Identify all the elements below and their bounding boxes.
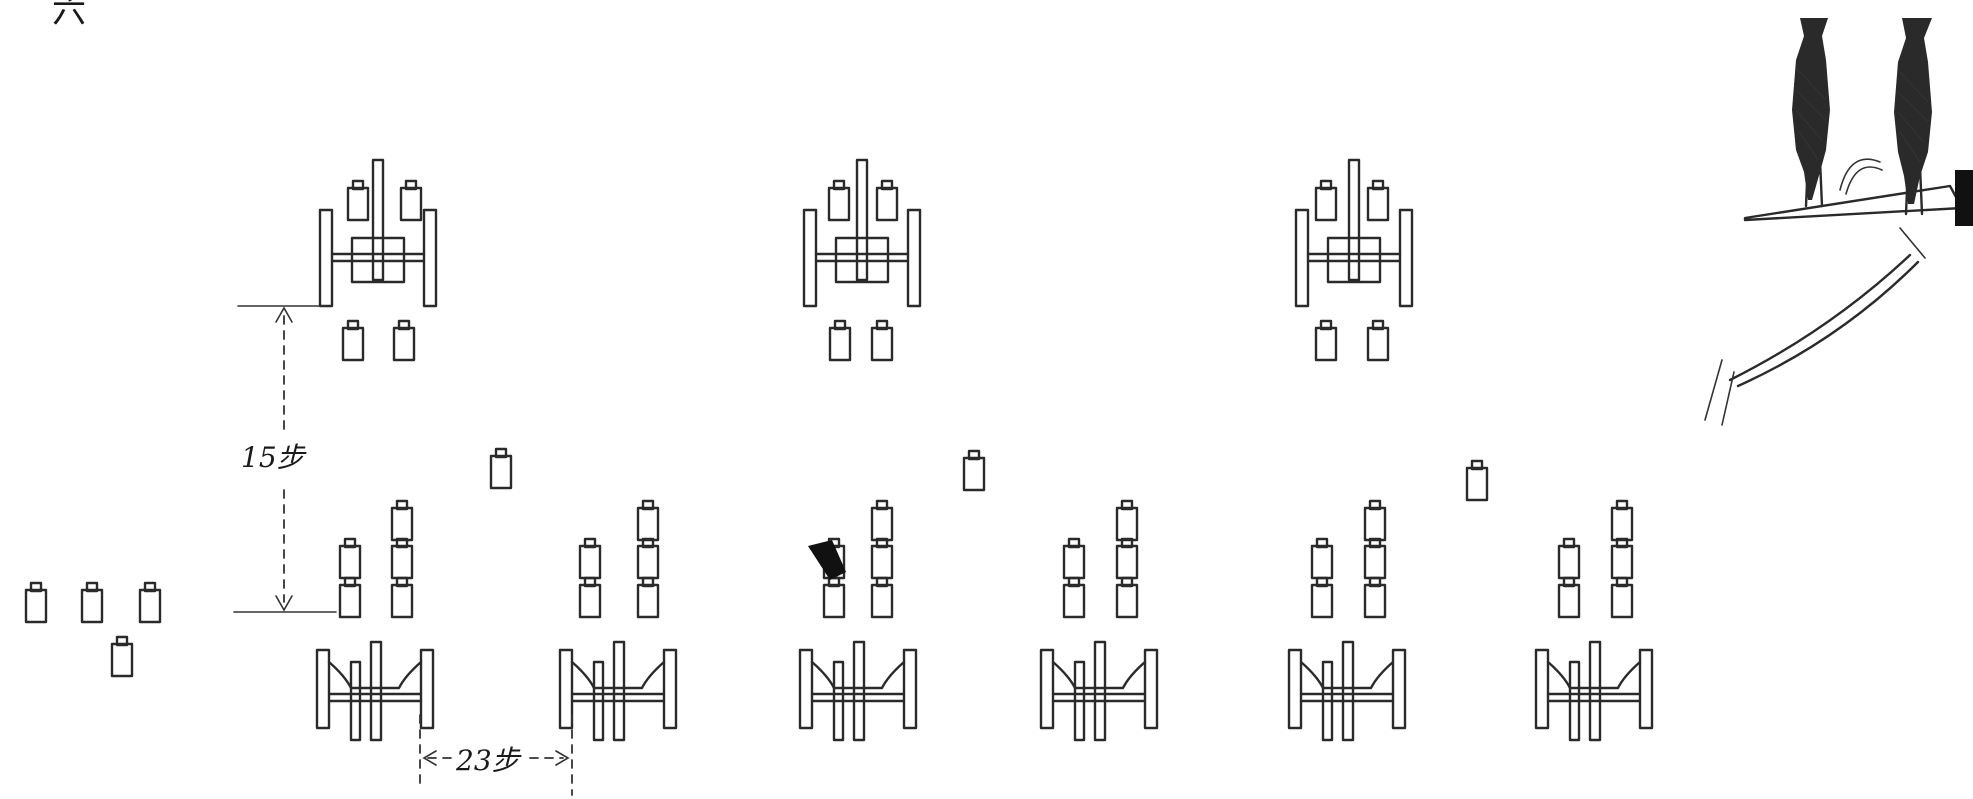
carriage-group-bottom-2 [560, 501, 676, 740]
lone-soldier-1 [491, 449, 511, 488]
carriage-group-bottom-6 [1536, 501, 1652, 740]
horizontal-measure-label: 23步 [455, 744, 522, 777]
carriage-group-bottom-1 [317, 501, 433, 740]
horizontal-measure: 23步 [420, 715, 572, 795]
vertical-measure-label: 15步 [241, 441, 307, 474]
chariot-group-top-2 [804, 160, 920, 360]
vertical-measure: 15步 [234, 306, 336, 612]
lone-soldier-2 [964, 451, 984, 490]
chariot-group-top-1 [320, 160, 436, 360]
carriage-group-bottom-3 [800, 501, 916, 740]
chariot-group-top-3 [1296, 160, 1412, 360]
left-soldier-cluster [26, 583, 160, 676]
lone-soldier-3 [1467, 461, 1487, 500]
carriage-group-bottom-5 [1289, 501, 1405, 740]
figures-illustration [1705, 18, 1973, 425]
corner-mark: 六 [52, 0, 86, 31]
carriage-group-bottom-4 [1041, 501, 1157, 740]
